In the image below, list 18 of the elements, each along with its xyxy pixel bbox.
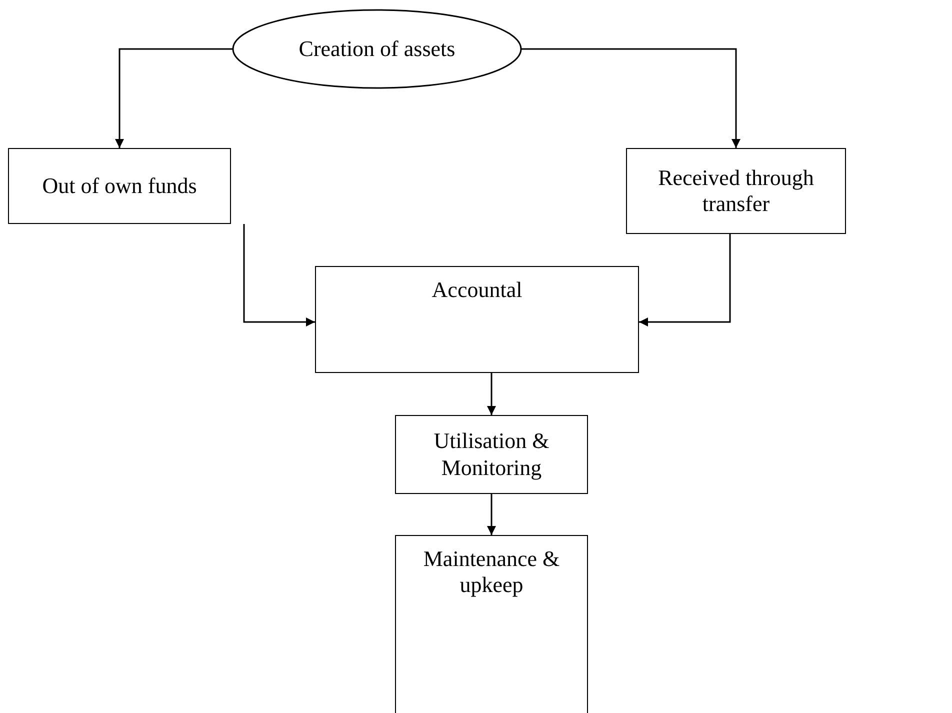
box-label: Received through transfer [657, 164, 815, 218]
arrow [521, 48, 740, 148]
arrow [487, 373, 496, 415]
arrow [639, 234, 731, 326]
process-box [315, 266, 639, 373]
process-box [626, 148, 846, 234]
arrow [487, 494, 496, 535]
box-label: Accountal [432, 277, 522, 304]
box-label: Creation of assets [298, 36, 456, 62]
process-box [395, 535, 588, 713]
process-box [8, 148, 231, 224]
arrow [115, 48, 233, 148]
box-label: Out of own funds [42, 172, 197, 200]
start-ellipse [233, 10, 521, 88]
box-label: Maintenance & upkeep [422, 546, 561, 599]
box-label: Utilisation & Monitoring [432, 428, 550, 481]
arrow [243, 224, 315, 326]
process-box [395, 415, 588, 494]
